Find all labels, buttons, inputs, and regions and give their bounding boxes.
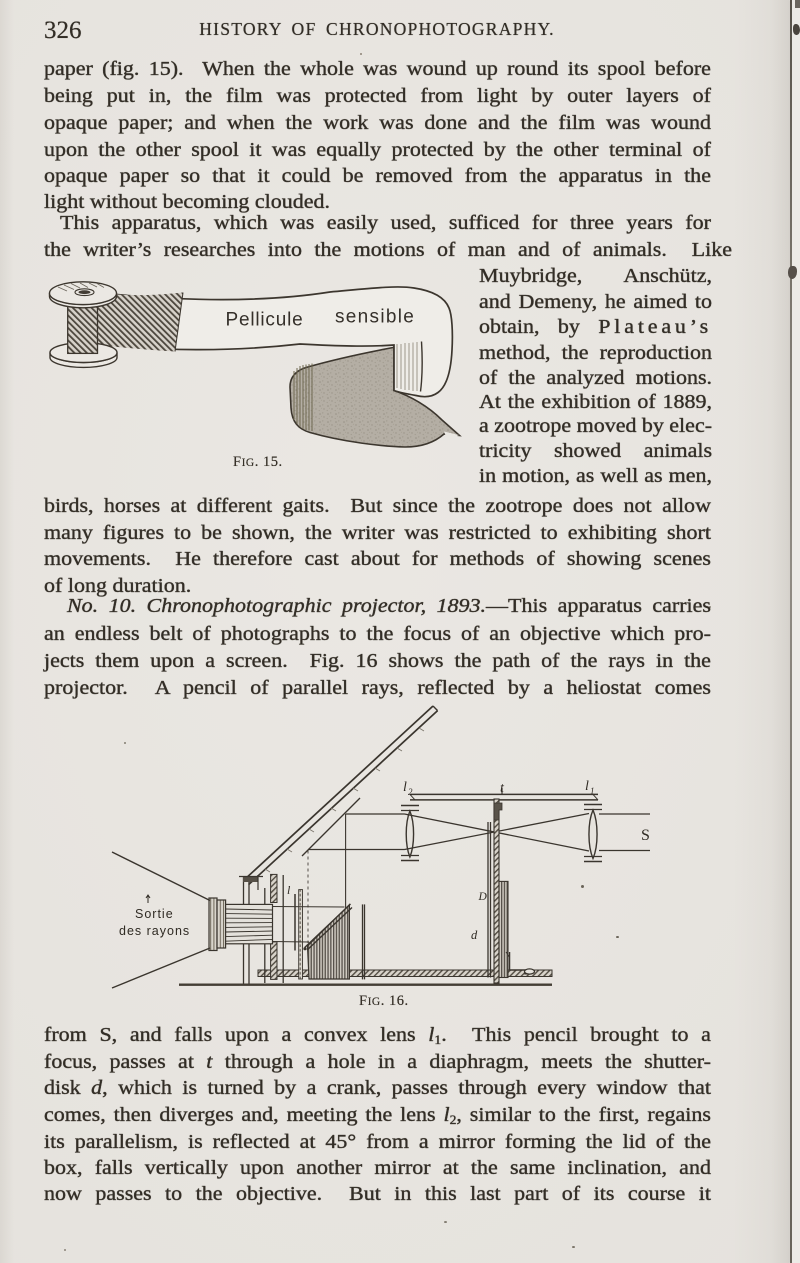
svg-text:sensible: sensible xyxy=(335,307,415,328)
svg-text:t: t xyxy=(500,781,505,796)
svg-text:D: D xyxy=(478,891,488,903)
svg-text:d: d xyxy=(471,928,478,942)
svg-text:Pellicule: Pellicule xyxy=(226,310,304,331)
svg-text:1: 1 xyxy=(590,786,595,796)
svg-text:l: l xyxy=(585,779,589,794)
svg-text:l: l xyxy=(287,883,291,897)
svg-text:des rayons: des rayons xyxy=(119,924,190,938)
svg-text:2: 2 xyxy=(408,787,413,797)
svg-text:l: l xyxy=(403,780,407,795)
svg-text:S: S xyxy=(641,827,650,844)
svg-text:Sortie: Sortie xyxy=(135,907,174,921)
